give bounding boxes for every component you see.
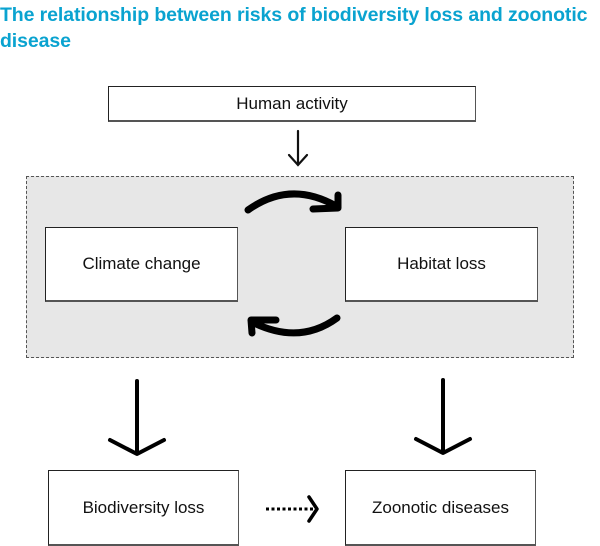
arrow-down-icon — [414, 378, 472, 455]
diagram-title: The relationship between risks of biodiv… — [0, 4, 588, 52]
node-label: Climate change — [82, 254, 201, 273]
node-climate-change: Climate change — [45, 227, 238, 302]
node-label: Habitat loss — [397, 254, 486, 273]
node-zoonotic-diseases: Zoonotic diseases — [345, 470, 536, 546]
arrow-down-icon — [108, 379, 166, 456]
dotted-arrow-right-icon — [266, 495, 319, 523]
node-label: Zoonotic diseases — [371, 497, 510, 517]
node-label: Biodiversity loss — [82, 497, 205, 517]
arrow-down-icon — [287, 129, 309, 167]
node-human-activity: Human activity — [108, 86, 476, 122]
node-biodiversity-loss: Biodiversity loss — [48, 470, 239, 546]
node-habitat-loss: Habitat loss — [345, 227, 538, 302]
node-label: Human activity — [236, 93, 348, 113]
